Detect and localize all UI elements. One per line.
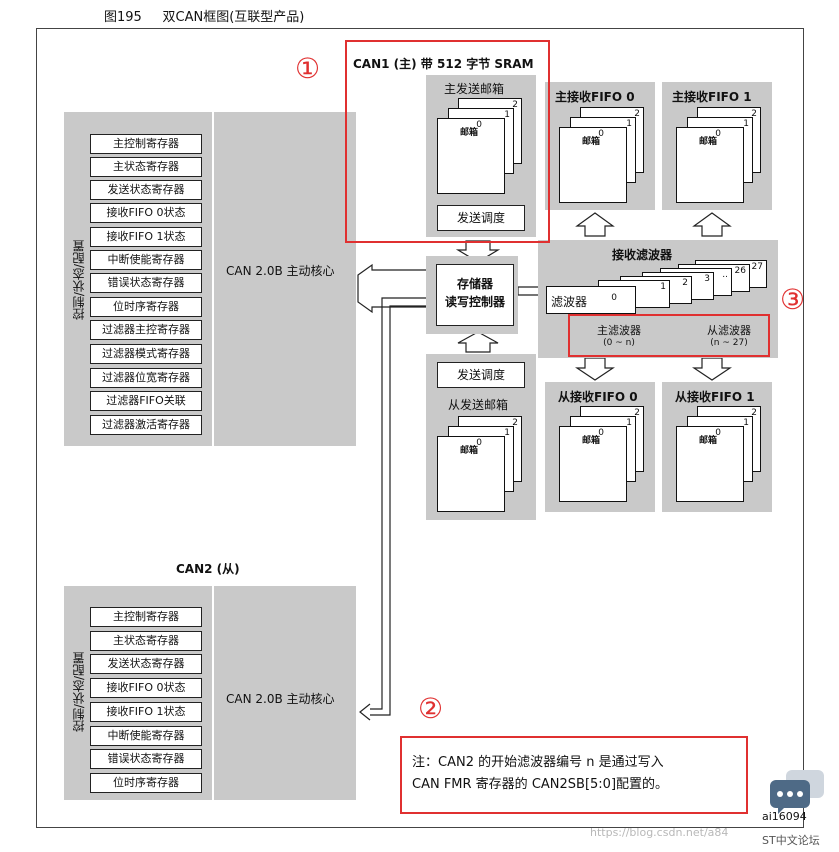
can1-title: CAN1 (主) 带 512 字节 SRAM <box>353 57 534 71</box>
note-text: 注：CAN2 的开始滤波器编号 n 是通过写入 CAN FMR 寄存器的 CAN… <box>412 752 668 796</box>
rx-filter-title: 接收滤波器 <box>612 248 673 262</box>
slave-filter-label: 从滤波器 (n ~ 27) <box>707 324 751 348</box>
note-line2: CAN FMR 寄存器的 CAN2SB[5:0]配置的。 <box>412 777 669 792</box>
diagram-frame <box>36 28 804 828</box>
highlight-filter-split <box>568 314 770 357</box>
memory-controller: 存储器 读写控制器 <box>436 264 514 326</box>
figure-title: 双CAN框图(互联型产品) <box>162 10 305 25</box>
master-rx-fifo1-title: 主接收FIFO 1 <box>672 90 752 104</box>
can1-register: 中断使能寄存器 <box>90 250 202 270</box>
can2-register: 错误状态寄存器 <box>90 749 202 769</box>
master-rx-fifo0-title: 主接收FIFO 0 <box>555 90 635 104</box>
watermark-url: https://blog.csdn.net/a84 <box>590 826 729 839</box>
slave-rx-fifo0-title: 从接收FIFO 0 <box>558 390 638 404</box>
chat-icon[interactable] <box>768 768 826 818</box>
note-line1: 注：CAN2 的开始滤波器编号 n 是通过写入 <box>412 755 664 770</box>
figure-id: ai16094 <box>762 810 807 823</box>
can2-core-panel <box>214 586 356 800</box>
can2-register: 接收FIFO 0状态 <box>90 678 202 698</box>
can1-register: 接收FIFO 0状态 <box>90 203 202 223</box>
memory-controller-line1: 存储器 <box>456 277 493 291</box>
can1-register: 过滤器激活寄存器 <box>90 415 202 435</box>
can1-register: 接收FIFO 1状态 <box>90 227 202 247</box>
filter-sheet: 滤波器 0 <box>546 286 636 314</box>
can2-title: CAN2 (从) <box>176 562 240 576</box>
master-filter-label: 主滤波器 (0 ~ n) <box>597 324 641 348</box>
figure-number: 图195 <box>104 10 142 25</box>
can2-register: 主状态寄存器 <box>90 631 202 651</box>
marker-2: ② <box>418 692 444 725</box>
can1-register: 主状态寄存器 <box>90 157 202 177</box>
can1-register: 过滤器FIFO关联 <box>90 391 202 411</box>
can1-register: 发送状态寄存器 <box>90 180 202 200</box>
slave-tx-mailbox-title: 从发送邮箱 <box>448 398 509 412</box>
can2-register: 发送状态寄存器 <box>90 654 202 674</box>
master-tx-scheduler: 发送调度 <box>437 205 525 231</box>
can2-side-label: 控制/状态/配置 <box>72 652 86 733</box>
can2-register: 中断使能寄存器 <box>90 726 202 746</box>
can1-side-label: 控制/状态/配置 <box>72 240 86 321</box>
can2-register: 接收FIFO 1状态 <box>90 702 202 722</box>
can1-register: 主控制寄存器 <box>90 134 202 154</box>
slave-rx-fifo1-title: 从接收FIFO 1 <box>675 390 755 404</box>
forum-label: ST中文论坛 <box>762 834 820 847</box>
can1-register: 错误状态寄存器 <box>90 273 202 293</box>
marker-1: ① <box>295 52 321 85</box>
memory-controller-line2: 读写控制器 <box>444 295 505 309</box>
marker-3: ③ <box>780 283 806 316</box>
slave-tx-scheduler: 发送调度 <box>437 362 525 388</box>
highlight-note <box>400 736 748 814</box>
can1-core-panel <box>214 112 356 446</box>
can1-register: 位时序寄存器 <box>90 297 202 317</box>
can2-core-label: CAN 2.0B 主动核心 <box>226 692 335 706</box>
can1-register: 过滤器模式寄存器 <box>90 344 202 364</box>
can2-register: 位时序寄存器 <box>90 773 202 793</box>
can1-register: 过滤器位宽寄存器 <box>90 368 202 388</box>
can2-register: 主控制寄存器 <box>90 607 202 627</box>
can1-core-label: CAN 2.0B 主动核心 <box>226 264 335 278</box>
highlight-can1-sram <box>345 40 550 243</box>
master-tx-mailbox-title: 主发送邮箱 <box>444 82 505 96</box>
figure-caption: 图195 双CAN框图(互联型产品) <box>104 6 304 25</box>
can1-register: 过滤器主控寄存器 <box>90 320 202 340</box>
